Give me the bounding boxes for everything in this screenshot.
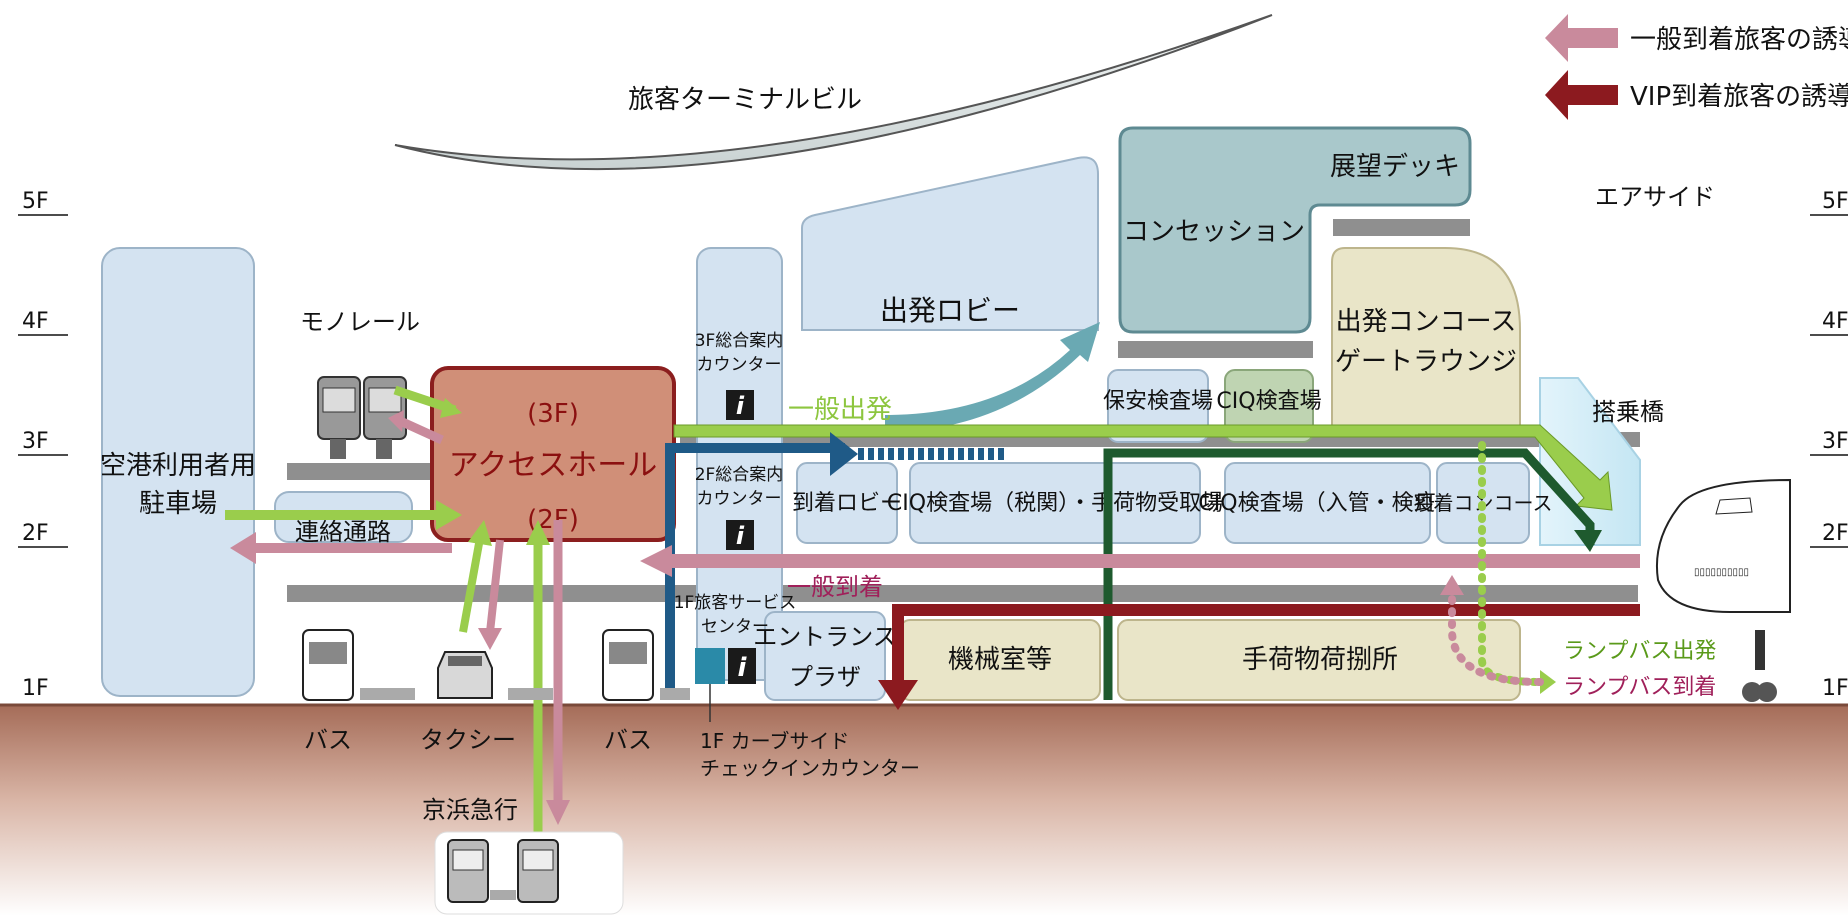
legend-vip-arrival-label: VIP到着旅客の誘導 [1630,82,1848,112]
vip-departure-arrowhead [1574,530,1602,552]
concession-label: コンセッション [1123,217,1305,247]
curbside-checkin-arrowhead [830,432,858,476]
terminal-roof [394,14,1273,171]
ciq-customs-area [909,462,1201,544]
airplane-windows: ▯▯▯▯▯▯▯▯▯▯ [1694,567,1749,578]
taxi-to-hall-arrow [459,537,484,633]
info-3f-label-line2: カウンター [697,355,782,375]
keikyu-label: 京浜急行 [422,796,518,824]
info-1f-icon-glyph: i [738,653,748,683]
floor-4f-label-right: 4F [1822,309,1848,334]
airplane-icon: ▯▯▯▯▯▯▯▯▯▯ [1655,478,1791,702]
bus-left-label: バス [304,726,352,754]
access-hall-3f-label: (3F) [527,399,579,429]
ciq-immigration-area [1224,462,1431,544]
terminal-building-label: 旅客ターミナルビル [628,85,862,115]
concession-building [1118,126,1472,334]
gate-lounge-label: ゲートラウンジ [1335,347,1517,377]
floor-5f-label-left: 5F [22,189,49,214]
floor-labels-left: 5F 4F 3F 2F 1F [18,189,68,701]
boarding-bridge-label: 搭乗橋 [1592,398,1664,426]
floor-3f-label-right: 3F [1822,429,1848,454]
info-1f-icon [728,648,756,684]
parking-building [101,247,255,697]
entrance-plaza-label-line2: プラザ [789,663,861,691]
hall-to-monorail-arrow [396,415,444,445]
floor-3f-label-left: 3F [22,429,49,454]
vip-arrival-arrowhead [878,680,918,710]
bus-right-label: バス [604,726,652,754]
ramp-bus-departure-dots [1478,441,1544,686]
curbside-label-line1: 1F カーブサイド [700,729,849,753]
departure-concourse [1331,247,1521,431]
machine-room-label: 機械室等 [948,645,1052,675]
taxi-label: タクシー [420,726,516,754]
curbside-label-line2: チェックインカウンター [700,756,920,780]
security-check-label: 保安検査場 [1103,389,1213,414]
info-3f-icon-glyph: i [736,392,745,420]
bus-icon-left [302,629,415,701]
ciq-check-label-3f: CIQ検査場 [1216,389,1321,414]
ramp-bus-departure-label: ランプバス出発 [1563,639,1716,664]
ciq-check-area-3f [1224,369,1314,443]
connecting-passage-label: 連絡通路 [295,518,391,546]
parking-label-line2: 駐車場 [139,489,217,519]
hall-to-taxi-arrow [486,539,504,633]
floor-5f-label-right: 5F [1822,189,1848,214]
info-2f-label-line1: 2F総合案内 [695,465,784,485]
parking-label-line1: 空港利用者用 [100,451,256,481]
legend: 一般到着旅客の誘導 VIP到着旅客の誘導 [1545,14,1848,120]
floor-1f-label-left: 1F [22,676,49,701]
departure-concourse-label: 出発コンコース [1336,307,1517,337]
baggage-handling [1117,619,1521,701]
floor-4f-label-left: 4F [22,309,49,334]
ramp-bus-arrival-dots [1448,586,1544,686]
legend-general-arrival-label: 一般到着旅客の誘導 [1630,25,1848,55]
floor-2f-label-right: 2F [1822,521,1848,546]
arrival-lobby [796,462,898,544]
ground [0,705,1848,916]
access-hall-name: アクセスホール [449,448,658,483]
departure-lobby-label: 出発ロビー [880,294,1020,327]
legend-general-arrival-arrow [1545,14,1618,62]
taxi-icon [437,651,553,700]
baggage-handling-label: 手荷物荷捌所 [1242,645,1398,675]
info-1f-label-line2: センター [701,617,769,637]
legend-vip-arrival-arrow [1545,70,1618,120]
vip-arrival-path [892,604,1640,690]
observation-deck-label: 展望デッキ [1330,152,1460,182]
bus-icon-right [602,629,690,701]
floor-1f-label-right: 1F [1822,676,1848,701]
keikyu-train-icon [434,831,624,915]
arrival-lobby-label: 到着ロビー [792,491,902,516]
general-departure-label: 一般出発 [788,395,892,425]
info-3f-label-line1: 3F総合案内 [695,331,784,351]
ciq-immigration-label: CIQ検査場（入管・検疫） [1198,491,1457,516]
info-2f-icon-glyph: i [736,522,745,550]
entrance-plaza-label-line1: エントランス [753,623,897,651]
ciq-customs-label: CIQ検査場（税関）・手荷物受取場 [887,491,1223,516]
entrance-plaza [764,611,886,701]
departure-lobby [801,156,1099,331]
monorail-label: モノレール [300,308,420,336]
security-check-area [1107,369,1209,443]
info-1f-label-line1: 1F旅客サービス [674,593,797,613]
info-2f-icon [726,520,754,550]
curbside-checkin-path [665,443,845,690]
ramp-bus-arrival-label: ランプバス到着 [1563,675,1716,700]
floor-labels-right: 5F 4F 3F 2F 1F [1810,189,1848,701]
curbside-counter-block [695,648,725,684]
floor-2f-label-left: 2F [22,521,49,546]
info-3f-icon [726,390,754,420]
departure-to-4f-arrow [885,322,1100,432]
info-2f-label-line2: カウンター [697,489,782,509]
airside-label: エアサイド [1595,183,1715,211]
general-arrival-label: 一般到着 [787,573,883,601]
general-departure-arrow [673,424,1613,511]
